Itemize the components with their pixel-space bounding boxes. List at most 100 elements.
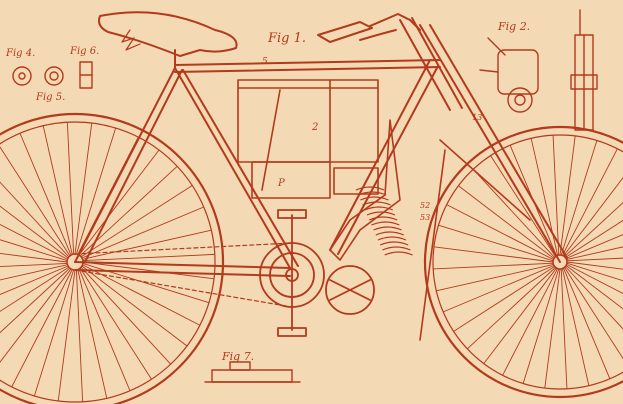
- spoke: [483, 267, 557, 364]
- spoke: [0, 252, 68, 263]
- spoke: [438, 224, 554, 262]
- saddle: [98, 11, 238, 69]
- spoke: [80, 185, 193, 258]
- spoke: [75, 269, 84, 402]
- spoke: [563, 267, 611, 379]
- spoke: [560, 268, 568, 389]
- fig-3-detail: [570, 9, 598, 131]
- spoke: [566, 261, 623, 270]
- spring-coil: [364, 206, 394, 211]
- spoke: [78, 149, 160, 256]
- spoke: [443, 265, 555, 313]
- spoke: [446, 204, 554, 261]
- spoke: [66, 122, 75, 255]
- spoke: [82, 229, 212, 260]
- spring-coil: [371, 221, 400, 226]
- fig-4-label: Fig 4.: [5, 48, 35, 59]
- part-number-fork: 13: [472, 113, 482, 122]
- drive-chain: [74, 242, 293, 308]
- spring-coil: [379, 241, 409, 246]
- spoke: [561, 268, 590, 386]
- spoke: [81, 265, 188, 347]
- spoke: [467, 267, 556, 350]
- spoke: [453, 266, 555, 332]
- spoke: [79, 267, 152, 380]
- part-number-battery: 2: [311, 122, 318, 133]
- spoke: [502, 268, 559, 376]
- spoke: [566, 262, 623, 282]
- part-number-spring-b: 53: [420, 213, 430, 222]
- spoke: [0, 223, 68, 260]
- fig-2-label: Fig 2.: [497, 20, 530, 33]
- fig-2-detail: [479, 37, 539, 113]
- suspension-spring: [355, 186, 413, 256]
- spring-coil: [357, 191, 387, 196]
- spoke: [433, 246, 554, 263]
- spoke: [57, 269, 76, 402]
- spoke: [565, 219, 623, 258]
- battery-box: [237, 79, 379, 199]
- spoke: [77, 269, 108, 399]
- spring-coil: [375, 231, 405, 236]
- spoke: [472, 169, 555, 258]
- front-fork: [419, 139, 531, 341]
- spoke: [565, 234, 623, 259]
- front-wheel-spokes: [433, 135, 623, 389]
- spoke: [458, 185, 555, 259]
- handlebars: [317, 13, 421, 43]
- front-wheel: [423, 125, 623, 399]
- spoke: [561, 148, 618, 256]
- fig-1-label: Fig 1.: [267, 31, 306, 46]
- spoke: [0, 262, 68, 268]
- spring-coil: [366, 211, 396, 216]
- spring-coil: [373, 226, 402, 231]
- spoke: [74, 122, 93, 255]
- spoke: [433, 262, 554, 270]
- spoke: [566, 263, 623, 294]
- spoke: [42, 125, 73, 255]
- spoke: [566, 246, 623, 261]
- spoke: [522, 268, 560, 384]
- spring-coil: [384, 251, 413, 256]
- spring-coil: [362, 201, 391, 206]
- spoke: [563, 177, 623, 257]
- spring-coil: [382, 246, 411, 251]
- spoke: [0, 239, 68, 262]
- spoke: [78, 268, 131, 391]
- spoke: [0, 205, 69, 259]
- spoke: [19, 133, 72, 256]
- spoke: [0, 268, 72, 363]
- spoke: [0, 264, 68, 281]
- part-number-motor: P: [277, 178, 285, 189]
- fig-7-label: Fig 7.: [221, 350, 254, 363]
- spoke: [544, 268, 561, 389]
- spoke: [75, 127, 117, 255]
- bicycle-frame: [74, 17, 568, 277]
- spoke: [564, 201, 623, 257]
- spoke: [80, 266, 172, 365]
- spoke: [0, 266, 70, 312]
- spoke: [0, 146, 71, 257]
- fig-6-detail: [79, 61, 93, 89]
- fig-5-label: Fig 5.: [35, 92, 65, 103]
- spoke: [0, 267, 71, 334]
- part-number-frame-top: 5: [262, 57, 268, 67]
- spring-coil: [360, 196, 389, 201]
- spoke: [490, 155, 556, 257]
- spoke: [82, 262, 210, 304]
- spoke: [565, 265, 623, 310]
- spring-coil: [377, 236, 407, 241]
- spoke: [565, 266, 623, 330]
- spoke: [0, 265, 69, 295]
- spoke: [82, 253, 215, 262]
- spoke: [560, 140, 598, 256]
- spoke: [559, 135, 576, 256]
- spoke: [81, 206, 204, 259]
- spoke: [82, 261, 215, 280]
- rear-wheel: [0, 112, 225, 404]
- spoke: [564, 267, 623, 360]
- motor-and-springs: [329, 119, 413, 261]
- fig-4-detail: [12, 66, 64, 86]
- fig-6-label: Fig 6.: [69, 46, 99, 57]
